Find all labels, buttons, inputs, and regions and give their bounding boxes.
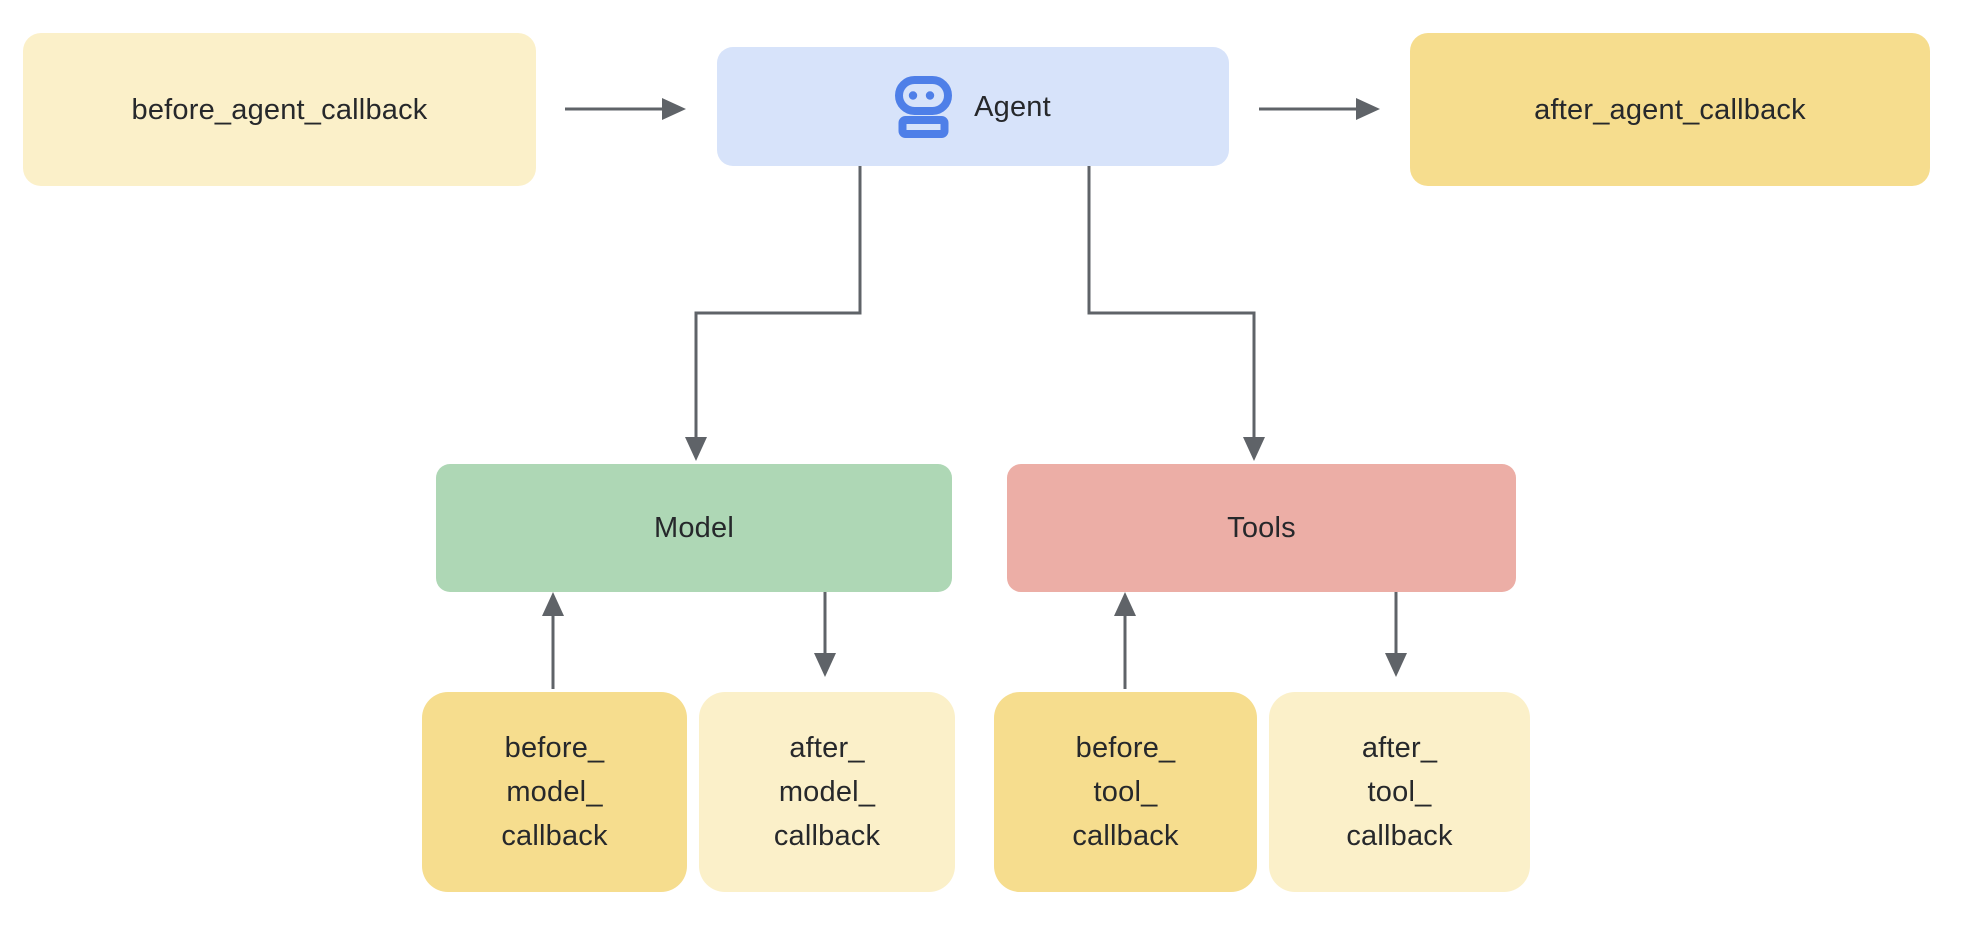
node-tools: Tools: [1007, 464, 1516, 592]
node-label: before_ model_ callback: [501, 732, 608, 852]
node-label: after_ model_ callback: [773, 732, 881, 852]
node-after-tool-callback: after_ tool_ callback: [1269, 692, 1530, 892]
edge-agent-to-after-agent: [1259, 98, 1380, 120]
edge-agent-to-model: [685, 166, 862, 461]
node-before-tool-callback: before_ tool_ callback: [994, 692, 1257, 892]
edge-model-to-after-model: [814, 590, 836, 677]
node-label: before_ tool_ callback: [1072, 732, 1179, 852]
node-before-model-callback: before_ model_ callback: [422, 692, 687, 892]
node-model: Model: [436, 464, 952, 592]
robot-icon: [895, 75, 953, 138]
edge-tools-to-after-tool: [1385, 590, 1407, 677]
node-after-model-callback: after_ model_ callback: [699, 692, 955, 892]
node-agent: Agent: [717, 47, 1229, 166]
edge-before-tool-to-tools: [1114, 592, 1136, 689]
node-label: before_agent_callback: [131, 93, 428, 126]
edge-before-model-to-model: [542, 592, 564, 689]
node-after-agent-callback: after_agent_callback: [1410, 33, 1930, 186]
node-label: Agent: [974, 90, 1051, 123]
edge-agent-to-tools: [1087, 166, 1265, 461]
node-label: Tools: [1227, 512, 1296, 544]
node-before-agent-callback: before_agent_callback: [23, 33, 536, 186]
node-label: after_ tool_ callback: [1346, 732, 1453, 852]
edge-before-agent-to-agent: [565, 98, 686, 120]
node-label: after_agent_callback: [1534, 93, 1806, 126]
node-label: Model: [654, 512, 734, 544]
